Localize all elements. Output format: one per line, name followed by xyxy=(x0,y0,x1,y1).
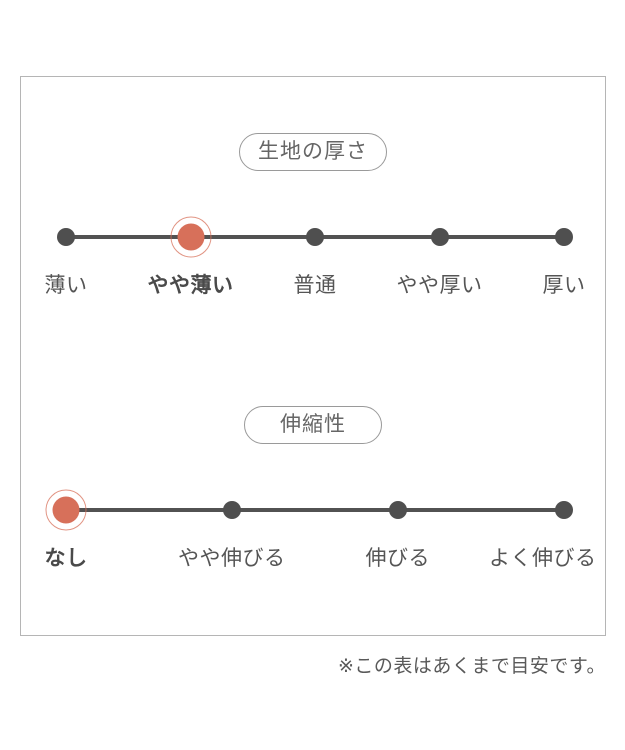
scale-dot xyxy=(306,228,324,246)
scale-dot xyxy=(57,228,75,246)
scale-dot xyxy=(389,501,407,519)
selected-scale-dot xyxy=(45,489,87,531)
scale-dot xyxy=(430,228,449,246)
thickness-title-pill: 生地の厚さ xyxy=(239,133,387,171)
scale-dot xyxy=(223,501,241,519)
scale-label: やや伸びる xyxy=(178,547,286,570)
disclaimer-note: ※この表はあくまで目安です。 xyxy=(337,656,606,677)
thickness-labels: 薄い やや薄い 普通 やや厚い 厚い xyxy=(21,271,605,303)
thickness-title-row: 生地の厚さ xyxy=(21,133,605,171)
scale-label: 伸びる xyxy=(365,547,430,570)
stretch-scale-section: 伸縮性 なし やや伸びる 伸びる よく伸びる xyxy=(21,406,605,586)
stretch-track xyxy=(45,489,573,531)
thickness-track xyxy=(57,216,573,258)
scale-dot xyxy=(555,501,573,519)
scale-label: 厚い xyxy=(542,274,586,297)
stretch-title-pill: 伸縮性 xyxy=(244,406,382,444)
scale-label: 普通 xyxy=(293,274,337,297)
stretch-title-row: 伸縮性 xyxy=(21,406,605,444)
stretch-labels: なし やや伸びる 伸びる よく伸びる xyxy=(21,544,605,576)
scale-label-selected: やや薄い xyxy=(147,274,234,297)
scale-label: やや厚い xyxy=(396,274,483,297)
scale-label-selected: なし xyxy=(44,547,88,570)
scale-label: 薄い xyxy=(44,274,88,297)
spec-chart-box: 生地の厚さ 薄い やや薄い 普通 やや厚い 厚い 伸縮性 なし やや伸びる 伸びる よく伸びる xyxy=(20,76,606,636)
scale-dot xyxy=(555,228,573,246)
selected-scale-dot xyxy=(170,216,211,258)
scale-label: よく伸びる xyxy=(489,547,597,570)
thickness-scale-section: 生地の厚さ 薄い やや薄い 普通 やや厚い 厚い xyxy=(21,133,605,313)
